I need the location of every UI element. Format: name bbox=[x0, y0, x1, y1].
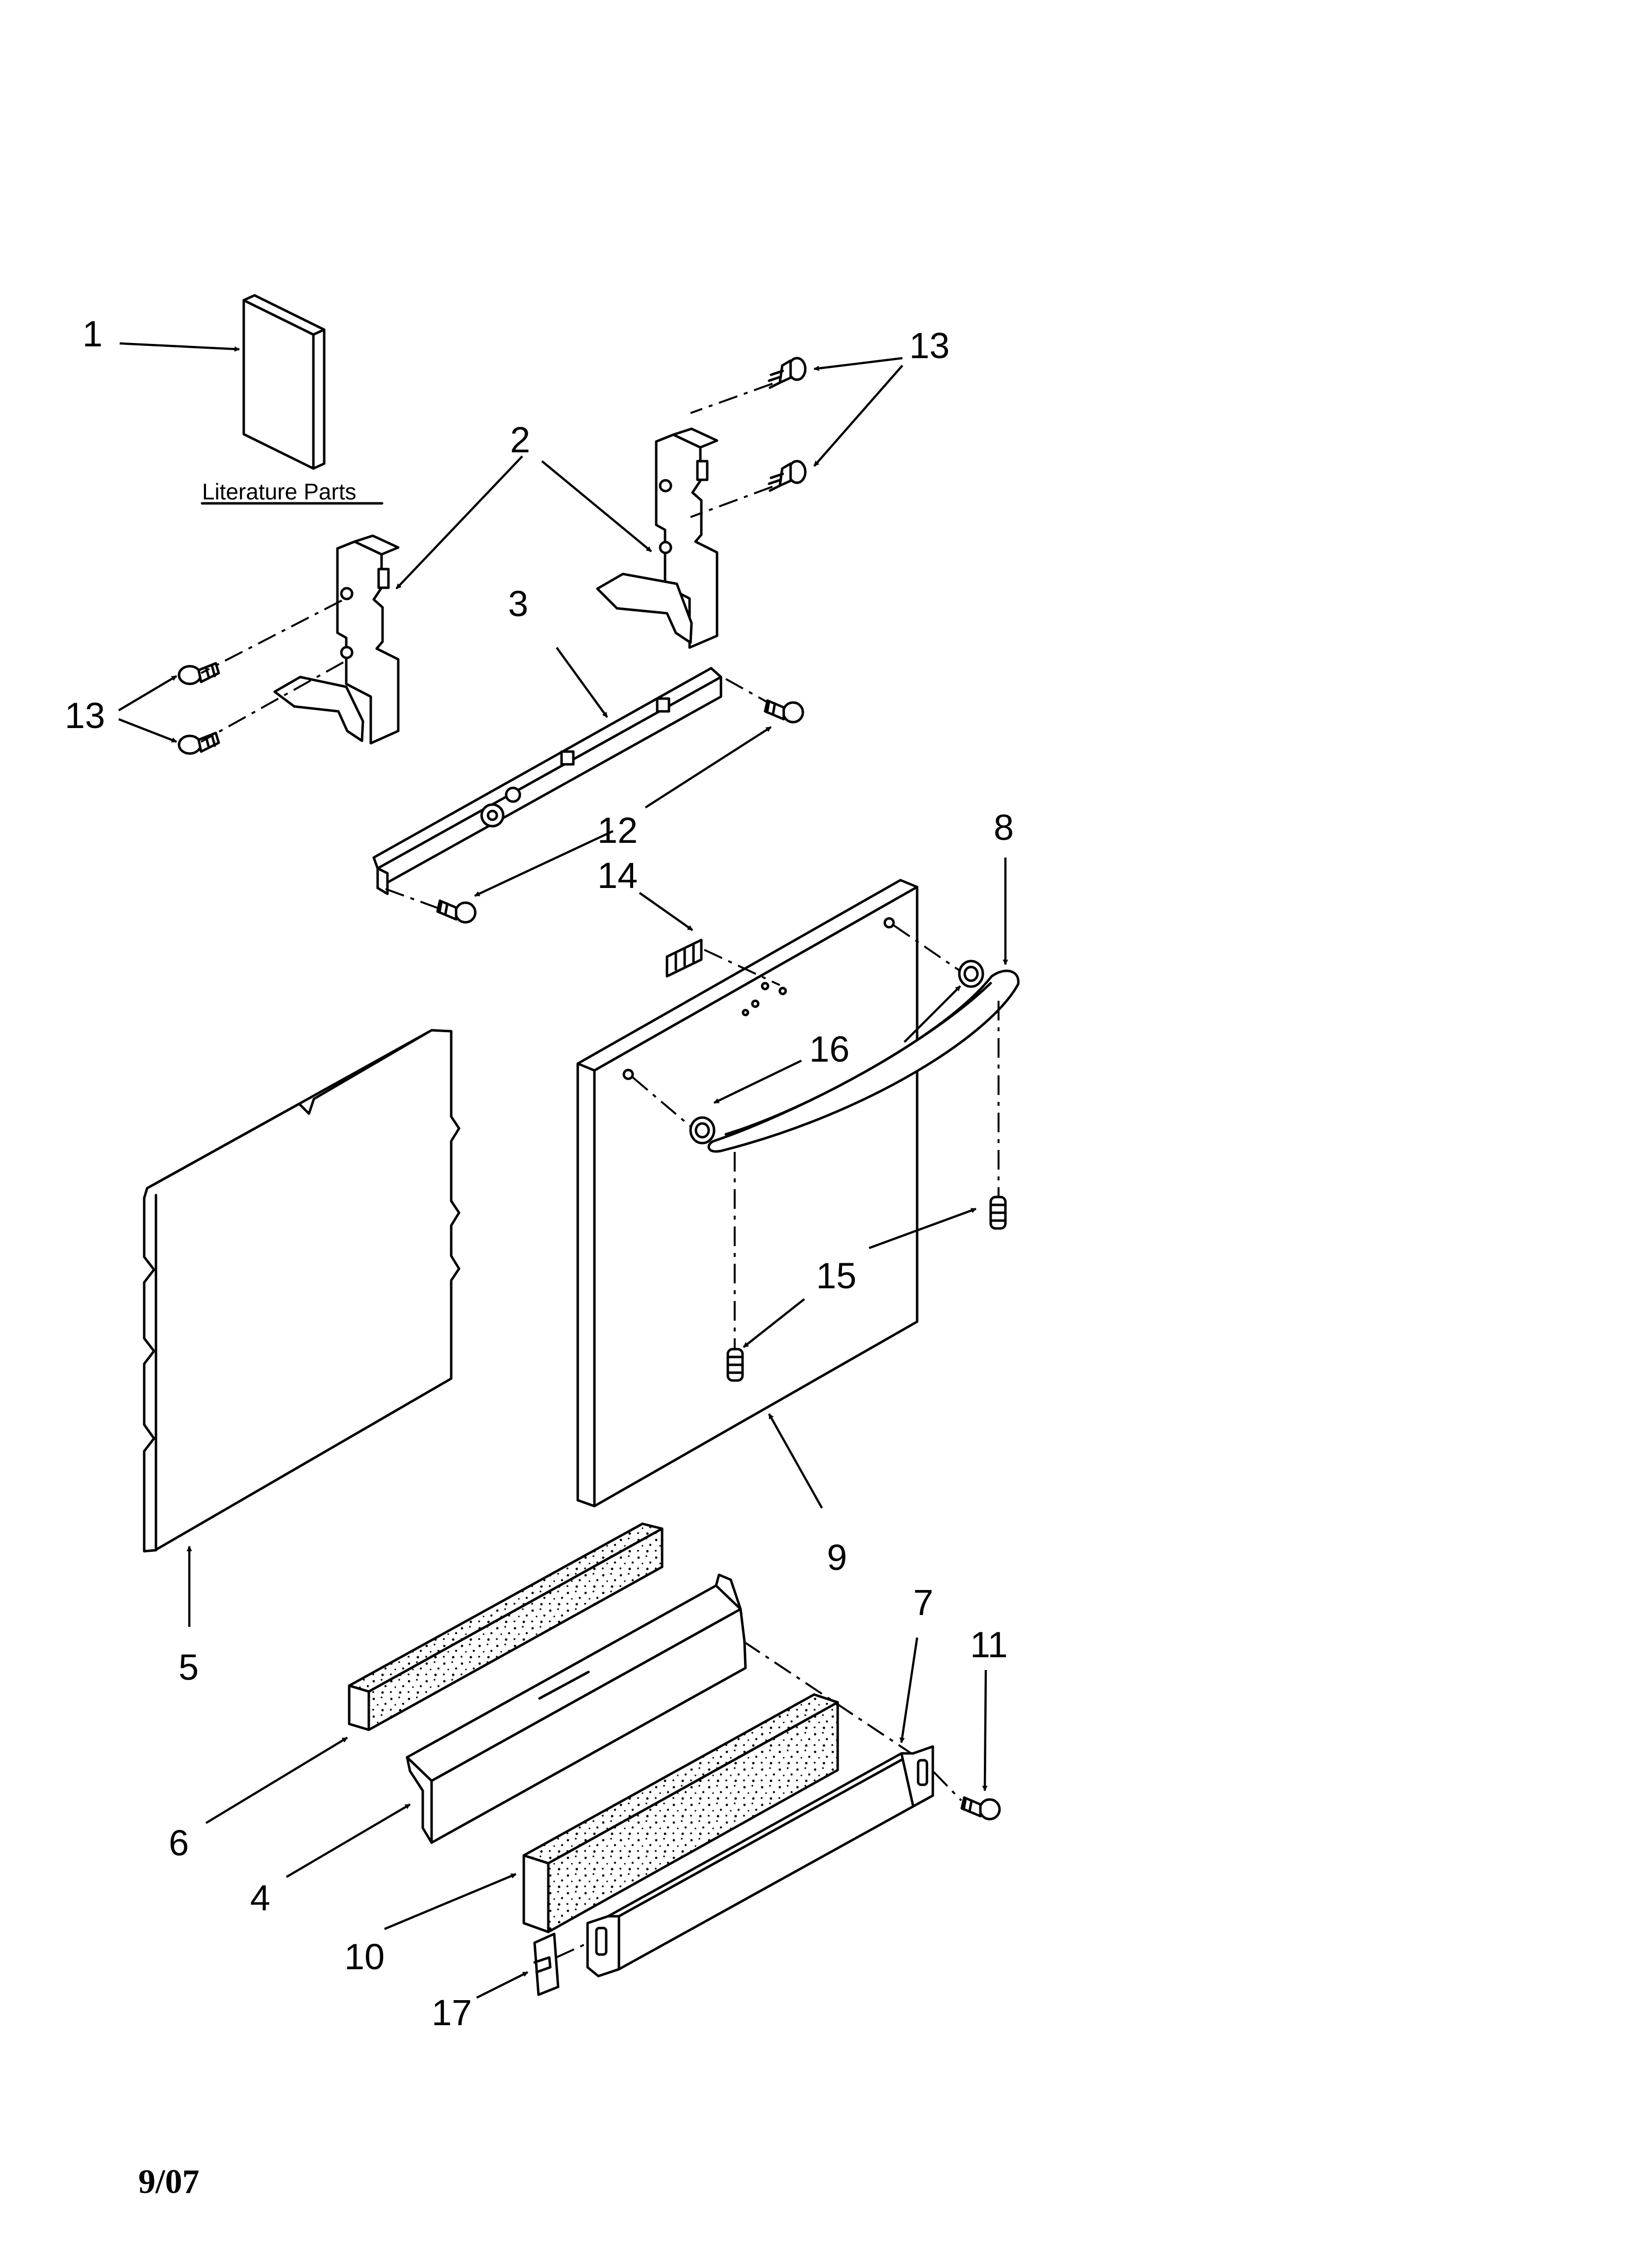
literature-parts-caption: Literature Parts bbox=[202, 479, 356, 504]
door-insulation-panel bbox=[143, 1029, 461, 1553]
callout-4: 4 bbox=[250, 1877, 270, 1918]
screw-12-lower bbox=[436, 899, 477, 924]
screw-13-top-upper bbox=[768, 357, 807, 389]
callout-17: 17 bbox=[432, 1992, 472, 2033]
assembly-dashed-lines bbox=[201, 383, 1000, 1958]
right-hinge-bracket bbox=[596, 427, 718, 649]
callout-13-left: 13 bbox=[65, 695, 105, 736]
foam-strip-lower bbox=[522, 1693, 839, 1933]
top-door-channel bbox=[372, 667, 722, 895]
door-handle bbox=[707, 969, 1020, 1153]
callout-11: 11 bbox=[970, 1624, 1008, 1665]
callout-14: 14 bbox=[597, 855, 638, 896]
callout-6: 6 bbox=[169, 1823, 189, 1863]
callout-labels: 1 2 3 13 13 12 14 8 16 15 9 5 7 11 6 4 1… bbox=[65, 313, 1014, 2033]
foam-strip-upper bbox=[348, 1522, 664, 1731]
screw-13-left-upper bbox=[178, 662, 220, 685]
callout-5: 5 bbox=[179, 1647, 199, 1688]
callout-leader-lines bbox=[118, 342, 1008, 1999]
left-hinge-bracket bbox=[273, 534, 400, 745]
toe-panel bbox=[586, 1745, 934, 1978]
callout-13-top: 13 bbox=[909, 325, 949, 366]
callout-2: 2 bbox=[510, 419, 530, 460]
clip-17 bbox=[533, 1932, 560, 1996]
literature-parts-booklet bbox=[242, 294, 326, 470]
callout-16: 16 bbox=[809, 1029, 849, 1069]
screw-12-upper bbox=[764, 699, 804, 724]
screw-11 bbox=[960, 1796, 1001, 1821]
handle-mount-16-left bbox=[689, 1116, 716, 1145]
callout-12: 12 bbox=[597, 810, 638, 851]
callout-3: 3 bbox=[508, 583, 528, 624]
door-clip-14 bbox=[666, 938, 703, 978]
toe-panel-bracket bbox=[406, 1573, 747, 1844]
outer-door-panel bbox=[576, 879, 919, 1508]
stud-15-left bbox=[726, 1348, 744, 1382]
screw-13-top-lower bbox=[768, 460, 807, 492]
handle-mount-16-right bbox=[958, 960, 984, 988]
callout-1: 1 bbox=[82, 313, 103, 354]
callout-10: 10 bbox=[344, 1936, 385, 1977]
callout-9: 9 bbox=[827, 1537, 847, 1578]
stud-15-right bbox=[989, 1196, 1007, 1230]
callout-7: 7 bbox=[913, 1582, 933, 1623]
callout-8: 8 bbox=[994, 807, 1014, 848]
callout-15: 15 bbox=[816, 1255, 856, 1296]
date-stamp: 9/07 bbox=[138, 2163, 199, 2201]
